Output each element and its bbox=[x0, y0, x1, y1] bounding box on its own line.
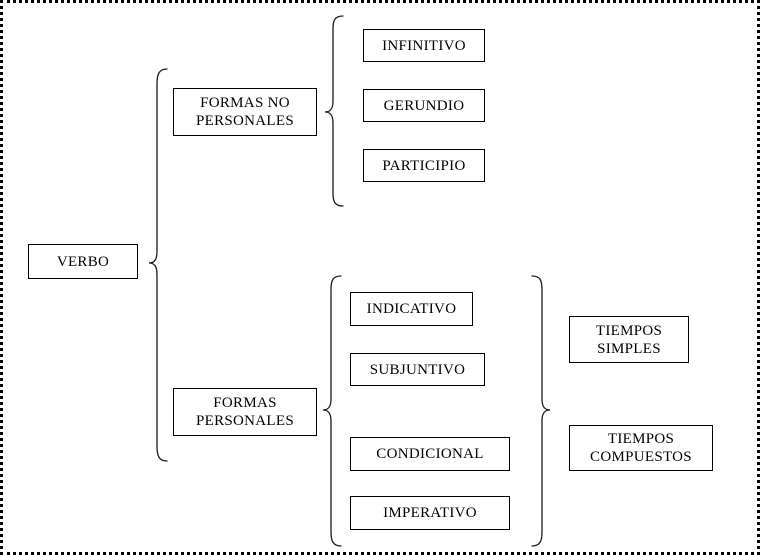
node-formas-personales: FORMAS PERSONALES bbox=[173, 388, 317, 436]
node-imperativo: IMPERATIVO bbox=[350, 496, 510, 530]
node-verbo: VERBO bbox=[28, 244, 138, 279]
node-indicativo: INDICATIVO bbox=[350, 292, 473, 326]
node-condicional: CONDICIONAL bbox=[350, 437, 510, 471]
node-tiempos-simples: TIEMPOS SIMPLES bbox=[569, 316, 689, 363]
node-gerundio: GERUNDIO bbox=[363, 89, 485, 122]
node-infinitivo: INFINITIVO bbox=[363, 29, 485, 62]
formas-no-personales-left-brace-icon bbox=[324, 15, 344, 207]
formas-personales-left-brace-icon bbox=[322, 275, 342, 547]
node-participio: PARTICIPIO bbox=[363, 149, 485, 182]
node-tiempos-compuestos: TIEMPOS COMPUESTOS bbox=[569, 425, 713, 471]
node-formas-no-personales: FORMAS NO PERSONALES bbox=[173, 88, 317, 136]
verbo-left-brace-icon bbox=[148, 68, 168, 462]
tiempos-right-brace-icon bbox=[531, 275, 551, 547]
node-subjuntivo: SUBJUNTIVO bbox=[350, 353, 485, 386]
